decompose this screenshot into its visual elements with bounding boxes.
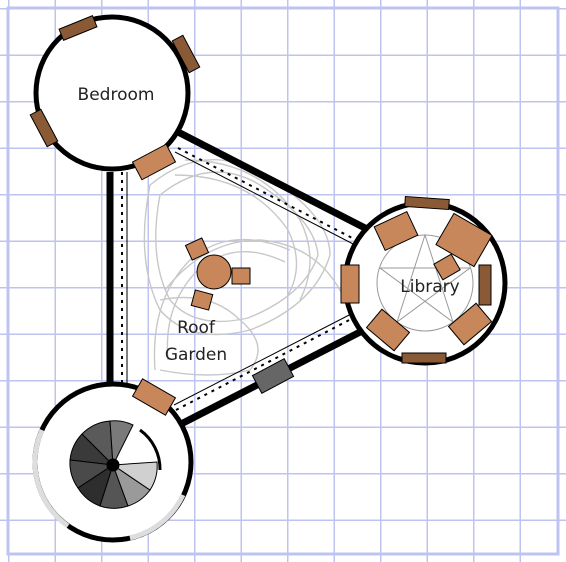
bedroom-door[interactable] xyxy=(131,143,177,181)
library-label: Library xyxy=(400,277,459,297)
spiral-staircase xyxy=(69,420,162,509)
library-chair xyxy=(433,253,461,281)
stair-tower-window-arc-left xyxy=(32,428,70,529)
corridor-bedroom-stair xyxy=(106,172,128,388)
roof-garden-area[interactable]: Roof Garden xyxy=(165,237,251,365)
bookshelf-bottom-right xyxy=(447,302,493,346)
garden-chair-right xyxy=(231,267,251,285)
corridor-bedroom-library xyxy=(174,128,367,247)
map-border xyxy=(6,6,560,556)
bedroom-room[interactable]: Bedroom xyxy=(29,14,201,181)
garden-chair-bottom xyxy=(190,289,214,311)
library-room[interactable]: Library xyxy=(340,195,508,366)
library-window-top xyxy=(404,195,450,211)
stair-tower-window-arc-right xyxy=(129,493,186,541)
reading-table xyxy=(435,212,493,268)
pentagram-decoration xyxy=(376,233,474,332)
bedroom-window-left xyxy=(29,108,59,148)
roof-garden-label-line1: Roof xyxy=(177,318,216,338)
bedroom-label: Bedroom xyxy=(78,85,155,105)
bookshelf-top-left xyxy=(373,210,419,252)
roof-garden-label-line2: Garden xyxy=(165,345,227,365)
bookshelf-bottom-left xyxy=(365,308,411,352)
bedroom-window-top xyxy=(58,15,98,41)
library-window-right xyxy=(478,264,492,306)
garden-chair-top xyxy=(184,237,210,261)
corridor-door-closed[interactable] xyxy=(251,358,295,394)
stair-tower-room[interactable] xyxy=(32,378,194,543)
library-door[interactable] xyxy=(340,264,360,304)
library-window-bottom xyxy=(401,352,447,364)
stair-tower-door[interactable] xyxy=(131,378,177,416)
bedroom-window-right xyxy=(171,34,201,74)
garden-table xyxy=(196,254,232,290)
